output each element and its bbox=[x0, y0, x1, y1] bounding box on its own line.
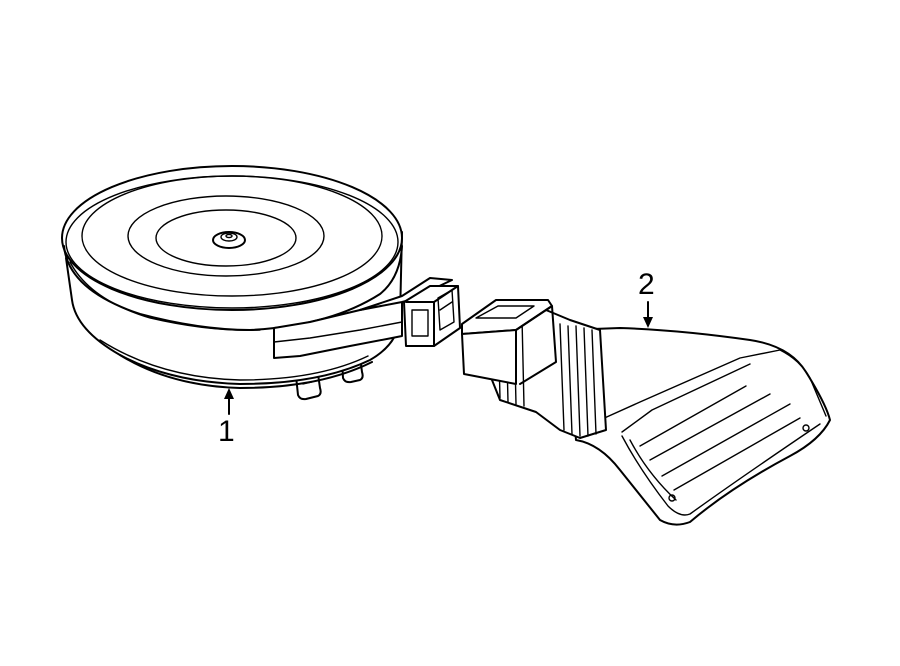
leader-arrow-1 bbox=[224, 388, 234, 415]
air-inlet-duct bbox=[461, 299, 831, 526]
callout-number-2: 2 bbox=[638, 268, 655, 301]
air-cleaner-assembly bbox=[61, 165, 461, 401]
air-cleaner-snorkel bbox=[273, 277, 461, 359]
callout-number-1: 1 bbox=[218, 415, 235, 448]
leader-arrow-2 bbox=[643, 301, 653, 328]
